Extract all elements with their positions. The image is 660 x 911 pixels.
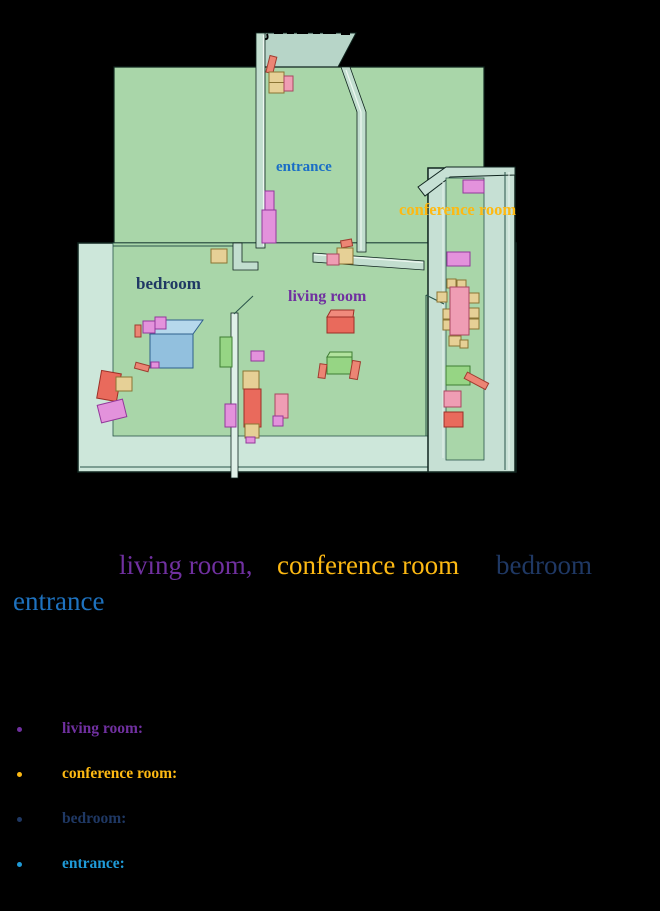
bullet-item-bedroom: bedroom: bbox=[0, 810, 660, 830]
corridor-right-wall bbox=[340, 66, 367, 253]
conference-room-objects bbox=[436, 179, 490, 428]
bullet-label: bedroom: bbox=[62, 810, 127, 827]
floor-plan: entrance conference room bedroom living … bbox=[77, 32, 517, 479]
coffee-table bbox=[326, 309, 355, 334]
map-label-living-room: living room bbox=[288, 288, 367, 305]
bedroom-objects bbox=[96, 316, 237, 428]
bullet-label: entrance: bbox=[62, 855, 125, 872]
bullet-item-living-room: living room: bbox=[0, 720, 660, 740]
low-wall-objects bbox=[210, 238, 354, 266]
caption-word-bedroom: bedroom bbox=[496, 550, 592, 580]
map-label-conference-room: conference room bbox=[399, 200, 516, 219]
map-label-bedroom: bedroom bbox=[136, 274, 201, 293]
bullet-dot bbox=[17, 772, 22, 777]
bullet-dot bbox=[17, 817, 22, 822]
bedroom-door-wall bbox=[232, 242, 259, 271]
map-label-entrance: entrance bbox=[276, 159, 332, 175]
bullet-dot bbox=[17, 727, 22, 732]
bullet-label: living room: bbox=[62, 720, 144, 737]
bullet-dot bbox=[17, 862, 22, 867]
entrance-objects bbox=[261, 54, 294, 244]
conference-table-set bbox=[436, 278, 480, 349]
bedroom-living-wall bbox=[230, 295, 254, 479]
caption-word-living-room: living room, bbox=[119, 550, 253, 580]
caption-word-conference-room: conference room bbox=[277, 550, 460, 580]
living-room-objects bbox=[242, 309, 362, 444]
bullet-item-entrance: entrance: bbox=[0, 855, 660, 875]
bullet-label: conference room: bbox=[62, 765, 178, 782]
sofa bbox=[317, 351, 362, 381]
bullet-item-conference-room: conference room: bbox=[0, 765, 660, 785]
caption-word-entrance: entrance bbox=[13, 586, 105, 616]
